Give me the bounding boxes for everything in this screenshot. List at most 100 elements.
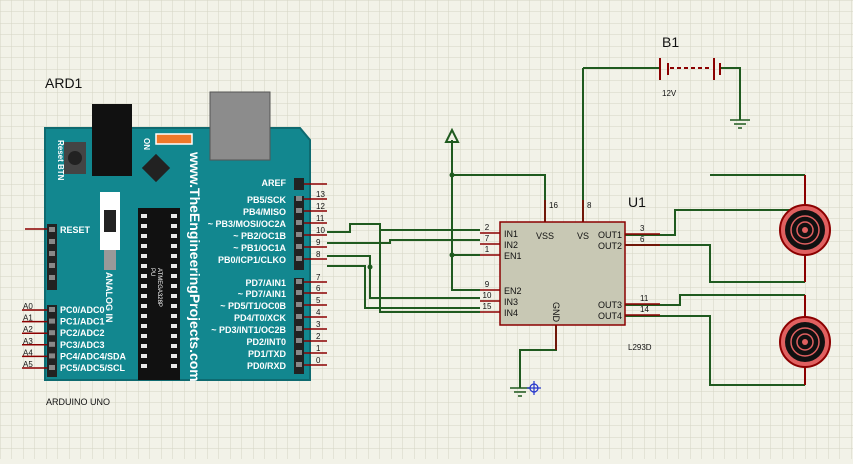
ground-icon (510, 387, 530, 397)
analog-pin-socket (49, 307, 55, 312)
junction-dot (367, 264, 373, 270)
driver-ref-label: U1 (628, 194, 646, 210)
digital-pin-label: PB5/SCK (247, 195, 287, 205)
driver-pin-number: 15 (483, 302, 492, 311)
junction-dot (449, 172, 455, 178)
digital-pin-number: 12 (316, 202, 325, 211)
power-terminal-icon[interactable] (444, 127, 460, 143)
digital-pin-socket (296, 279, 302, 284)
aref-pin-label: AREF (262, 178, 287, 188)
analog-pin-socket (49, 318, 55, 324)
motor-driver-u1[interactable]: U1 L293D (499, 194, 652, 352)
reset-button[interactable] (68, 151, 82, 165)
digital-pin-socket (296, 338, 302, 343)
analog-pin-label: PC5/ADC5/SCL (60, 363, 126, 373)
digital-pin-label: ~ PB1/OC1A (233, 243, 286, 253)
driver-pin-name: EN2 (504, 286, 522, 296)
analog-pin-socket (49, 353, 55, 359)
digital-pin-socket (296, 302, 302, 307)
digital-pin-number: 5 (316, 296, 321, 305)
analog-pin-ext-label: A1 (23, 314, 33, 323)
digital-pin-number: 2 (316, 332, 321, 341)
analog-pin-ext-label: A4 (23, 348, 33, 357)
digital-pin-socket (296, 290, 302, 295)
driver-pin-number: 3 (640, 224, 645, 233)
driver-pin-number: 1 (485, 245, 490, 254)
analog-pin-ext-label: A0 (23, 302, 33, 311)
digital-pin-number: 3 (316, 320, 321, 329)
digital-pin-number: 7 (316, 273, 321, 282)
digital-pin-socket (296, 350, 302, 355)
analog-pin-label: PC4/ADC4/SDA (60, 351, 127, 361)
digital-pin-number: 1 (316, 344, 321, 353)
digital-pin-socket (296, 196, 302, 201)
analog-pin-socket (49, 330, 55, 336)
digital-pin-number: 4 (316, 308, 321, 317)
on-led-label: ON (142, 138, 151, 150)
driver-pin-name: IN2 (504, 240, 518, 250)
driver-pin-name: VSS (536, 231, 554, 241)
driver-pin-name: OUT4 (598, 311, 622, 321)
dc-motor-1[interactable] (779, 175, 831, 282)
analog-pin-label: PC0/ADC0 (60, 305, 105, 315)
digital-pin-socket (296, 208, 302, 213)
driver-pin-name: VS (577, 231, 589, 241)
website-label: www.TheEngineeringProjects.com (187, 151, 203, 382)
analog-pin-ext-label: A2 (23, 325, 33, 334)
analog-pin-socket (49, 365, 55, 370)
driver-pin-name: GND (551, 302, 561, 323)
arduino-ref-label: ARD1 (45, 75, 83, 91)
power-jack (92, 104, 132, 176)
digital-pin-label: PD0/RXD (247, 361, 287, 371)
driver-part-label: L293D (628, 343, 652, 352)
digital-pin-socket (296, 232, 302, 237)
digital-pin-socket (296, 314, 302, 319)
battery-b1[interactable]: B1 12V (659, 34, 721, 98)
driver-pin-number: 11 (640, 294, 649, 303)
digital-pin-label: ~ PB2/OC1B (233, 231, 286, 241)
wires (327, 67, 805, 388)
driver-pin-number: 9 (485, 280, 490, 289)
usb-connector (209, 91, 271, 161)
crosshair-icon[interactable] (527, 381, 541, 395)
driver-pin-number: 10 (483, 291, 492, 300)
analog-pin-label: PC1/ADC1 (60, 317, 105, 327)
analog-pin-ext-label: A5 (23, 360, 33, 369)
digital-pin-label: PD1/TXD (248, 349, 287, 359)
digital-pin-socket (296, 244, 302, 249)
analog-pin-label: PC2/ADC2 (60, 328, 105, 338)
arduino-board[interactable]: ARD1 Reset BTN ON www.TheEngineeringProj… (25, 75, 327, 407)
driver-pin-name: IN4 (504, 308, 518, 318)
digital-pin-label: PD2/INT0 (246, 337, 286, 347)
analog-pin-ext-label: A3 (23, 337, 33, 346)
battery-value-label: 12V (662, 89, 677, 98)
digital-pin-number: 10 (316, 226, 325, 235)
driver-pin-name: IN3 (504, 297, 518, 307)
battery-ref-label: B1 (662, 34, 679, 50)
driver-pin-number: 6 (640, 235, 645, 244)
driver-pin-name: EN1 (504, 251, 522, 261)
analog-in-label: ANALOG IN (104, 272, 114, 323)
digital-pin-number: 8 (316, 250, 321, 259)
digital-pin-number: 6 (316, 284, 321, 293)
digital-pin-label: ~ PD7/AIN1 (238, 289, 286, 299)
digital-pin-number: 9 (316, 238, 321, 247)
digital-pin-label: PB0/ICP1/CLKO (218, 255, 286, 265)
reset-pin-label: RESET (60, 225, 91, 235)
digital-pin-number: 13 (316, 190, 325, 199)
digital-pin-label: ~ PD5/T1/OC0B (220, 301, 286, 311)
analog-pin-socket (49, 341, 55, 347)
digital-pin-label: PD4/T0/XCK (234, 313, 287, 323)
digital-pin-socket (296, 220, 302, 225)
dc-motor-2[interactable] (779, 295, 831, 385)
board-model-label: ARDUINO UNO (46, 397, 110, 407)
driver-pin-number: 14 (640, 305, 649, 314)
driver-pin-number: 2 (485, 223, 490, 232)
junction-dot (449, 252, 455, 258)
digital-pin-socket (296, 326, 302, 331)
digital-pin-label: PB4/MISO (243, 207, 286, 217)
driver-pin-number: 8 (587, 201, 592, 210)
